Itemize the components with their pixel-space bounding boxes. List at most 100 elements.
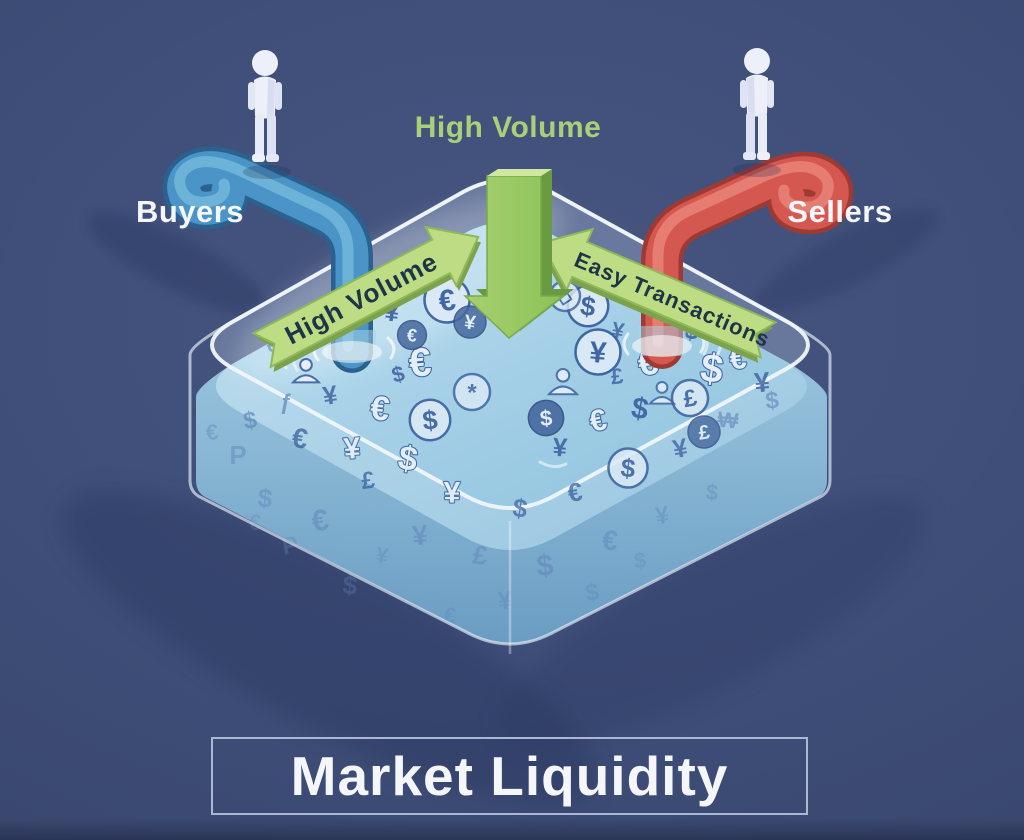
figure-foot bbox=[757, 152, 770, 160]
currency-symbol: $ bbox=[607, 447, 649, 489]
currency-symbol: € bbox=[396, 319, 428, 351]
svg-text:¥: ¥ bbox=[588, 336, 608, 370]
svg-text:¥: ¥ bbox=[343, 432, 362, 466]
svg-text:¥: ¥ bbox=[444, 477, 461, 510]
svg-text:£: £ bbox=[681, 384, 699, 413]
currency-symbols-deep: €$¥£$€¥$P€$¥€$P€¥$ bbox=[205, 419, 719, 628]
figure-arm bbox=[275, 82, 282, 110]
figure-foot bbox=[743, 152, 756, 160]
svg-text:$: $ bbox=[539, 405, 554, 431]
down-arrow-top bbox=[487, 169, 552, 176]
figure-arm bbox=[767, 80, 774, 108]
currency-symbol: € bbox=[367, 388, 392, 430]
figure-head bbox=[252, 50, 278, 76]
currency-symbol: £ bbox=[471, 539, 490, 571]
figure-arm bbox=[740, 80, 747, 108]
svg-text:¥: ¥ bbox=[654, 502, 672, 531]
figure-leg bbox=[267, 114, 276, 158]
svg-text:$: $ bbox=[256, 482, 274, 513]
svg-text:€: € bbox=[437, 283, 458, 318]
person-icon bbox=[546, 368, 580, 396]
svg-text:*: * bbox=[467, 379, 477, 406]
currency-symbol: ¥ bbox=[753, 366, 772, 398]
figure-head bbox=[744, 48, 770, 74]
figure-leg bbox=[255, 114, 264, 158]
currency-symbol: ¥ bbox=[443, 475, 462, 510]
title-text: Market Liquidity bbox=[290, 745, 729, 807]
svg-text:$: $ bbox=[764, 387, 780, 415]
svg-text:€: € bbox=[205, 419, 220, 445]
svg-text:¥: ¥ bbox=[321, 379, 340, 411]
currency-symbol: € bbox=[248, 509, 262, 535]
svg-text:€: € bbox=[601, 524, 620, 557]
currency-symbol: P bbox=[229, 440, 246, 470]
currency-symbol: £ bbox=[360, 467, 377, 495]
svg-text:£: £ bbox=[360, 467, 377, 495]
svg-text:€: € bbox=[310, 503, 331, 538]
svg-text:¥: ¥ bbox=[610, 317, 627, 344]
buyers-label: Buyers bbox=[136, 194, 244, 229]
currency-symbol: ¥ bbox=[670, 432, 690, 464]
currency-symbol: $ bbox=[408, 398, 452, 442]
sellers-pipe-shadow bbox=[756, 209, 936, 311]
currency-symbol: ƒ bbox=[280, 390, 292, 415]
pool-shadow-right bbox=[497, 495, 927, 749]
sellers-pipe bbox=[622, 151, 854, 369]
currency-symbol: ¥ bbox=[411, 519, 429, 551]
seller-figure bbox=[733, 48, 781, 177]
figure-shadow bbox=[733, 163, 781, 177]
currency-symbol: $ bbox=[241, 406, 259, 435]
currency-symbol: £ bbox=[610, 363, 625, 389]
currency-symbol: € bbox=[205, 419, 220, 445]
swirl bbox=[538, 460, 568, 469]
figure-arm bbox=[248, 82, 255, 110]
svg-text:$: $ bbox=[535, 549, 555, 584]
buyers-pipe-shadow bbox=[88, 213, 268, 315]
svg-text:$: $ bbox=[633, 547, 647, 573]
pipe-highlight bbox=[174, 156, 354, 352]
currency-symbol: ¥ bbox=[374, 542, 391, 569]
figure-shadow bbox=[243, 165, 291, 179]
currency-symbol: $ bbox=[633, 547, 647, 573]
currency-symbol: € bbox=[310, 503, 331, 538]
currency-symbol: $ bbox=[535, 549, 555, 584]
svg-text:$: $ bbox=[511, 492, 530, 524]
currency-symbol: £ bbox=[670, 378, 710, 418]
currency-symbol: $ bbox=[527, 399, 565, 437]
svg-text:£: £ bbox=[610, 363, 625, 389]
down-arrow-icon bbox=[463, 169, 574, 339]
svg-text:ƒ: ƒ bbox=[280, 390, 292, 415]
shadows bbox=[62, 209, 936, 806]
currency-symbol: $ bbox=[584, 579, 602, 608]
arrow-face bbox=[539, 227, 778, 360]
svg-text:$: $ bbox=[705, 479, 719, 505]
person-icon bbox=[647, 381, 677, 405]
svg-text:$: $ bbox=[241, 406, 259, 435]
svg-text:¥: ¥ bbox=[496, 584, 514, 615]
figure-leg bbox=[758, 112, 767, 156]
currency-symbol: ¥ bbox=[610, 317, 627, 344]
currency-symbol: ¥ bbox=[552, 432, 569, 463]
svg-text:$: $ bbox=[629, 391, 651, 426]
figure-torso-shade bbox=[267, 78, 275, 118]
currency-symbol: ¥ bbox=[496, 584, 514, 615]
svg-text:$: $ bbox=[578, 291, 597, 323]
svg-text:¥: ¥ bbox=[463, 311, 478, 334]
arrow-face bbox=[250, 225, 480, 369]
figure-torso-shade bbox=[747, 76, 755, 116]
svg-text:$: $ bbox=[421, 405, 439, 436]
pool-shadow-left bbox=[62, 490, 598, 806]
svg-text:€: € bbox=[248, 509, 262, 535]
svg-text:$: $ bbox=[341, 570, 359, 601]
sellers-label: Sellers bbox=[787, 194, 892, 229]
currency-symbol: $ bbox=[256, 482, 274, 513]
currency-symbol: $ bbox=[705, 479, 719, 505]
currency-symbol: * bbox=[452, 372, 492, 412]
svg-text:£: £ bbox=[471, 539, 490, 571]
figure-foot bbox=[266, 154, 279, 162]
svg-text:€: € bbox=[406, 325, 418, 346]
svg-text:¥: ¥ bbox=[552, 432, 569, 463]
sellers-splash bbox=[622, 330, 706, 357]
